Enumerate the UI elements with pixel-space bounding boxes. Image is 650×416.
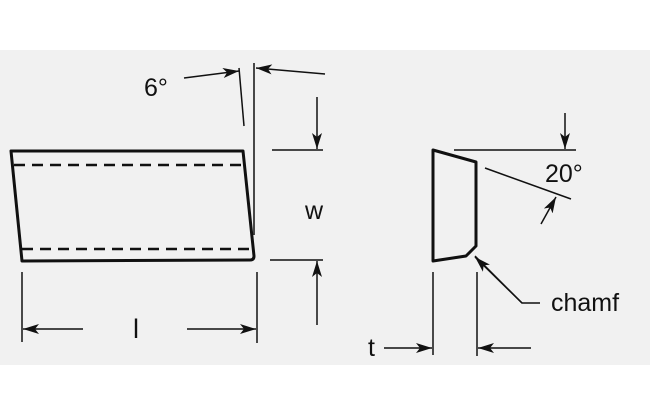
blank-outline [9,149,256,263]
side-view [384,113,576,356]
angle-extension-line [484,167,572,200]
side-outline [431,148,478,263]
angle-arrow-right [255,64,326,75]
angle-side-label: 20° [545,160,583,188]
angle-arrow-up [540,196,557,225]
angle-arrow-left [183,68,240,79]
background-panel [0,50,650,365]
front-view [9,63,326,343]
thickness-label: t [368,334,375,362]
angle-top-label: 6° [144,74,168,102]
chamfer-label: chamf [551,289,619,317]
chamfer-arrow [474,256,523,304]
length-label: l [133,314,139,344]
width-label: w [304,197,324,225]
angle-extension-line [238,67,245,127]
